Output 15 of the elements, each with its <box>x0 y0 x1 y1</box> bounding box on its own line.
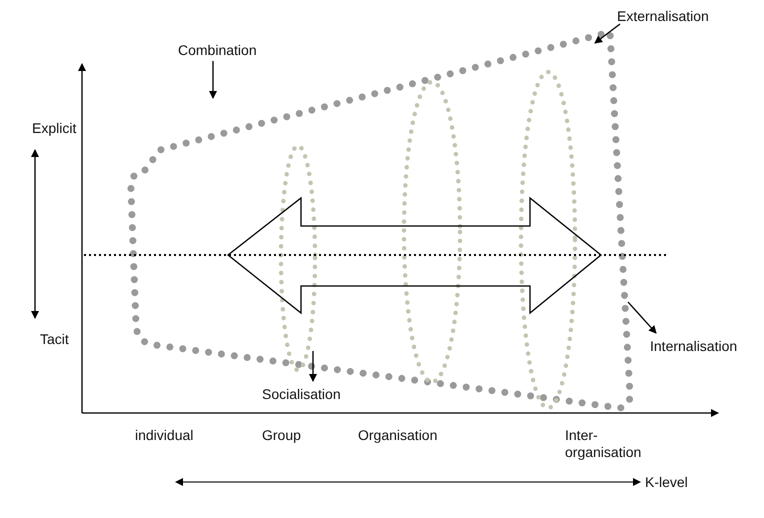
category-label: Organisation <box>358 427 438 444</box>
category-label: individual <box>135 427 194 444</box>
callout-label: Internalisation <box>650 338 738 355</box>
category-label: Inter-organisation <box>565 427 642 461</box>
callout-label: Combination <box>178 42 257 59</box>
leader-line <box>209 61 217 99</box>
axis-label: Explicit <box>32 120 76 137</box>
callout-label: Externalisation <box>617 8 709 25</box>
leader-line <box>594 23 620 44</box>
leader-line <box>309 351 317 382</box>
leader-line <box>628 302 657 334</box>
category-label: Group <box>262 427 301 444</box>
callout-label: Socialisation <box>262 386 341 403</box>
axis-label: K-level <box>645 474 688 491</box>
axis-label: Tacit <box>40 331 69 348</box>
